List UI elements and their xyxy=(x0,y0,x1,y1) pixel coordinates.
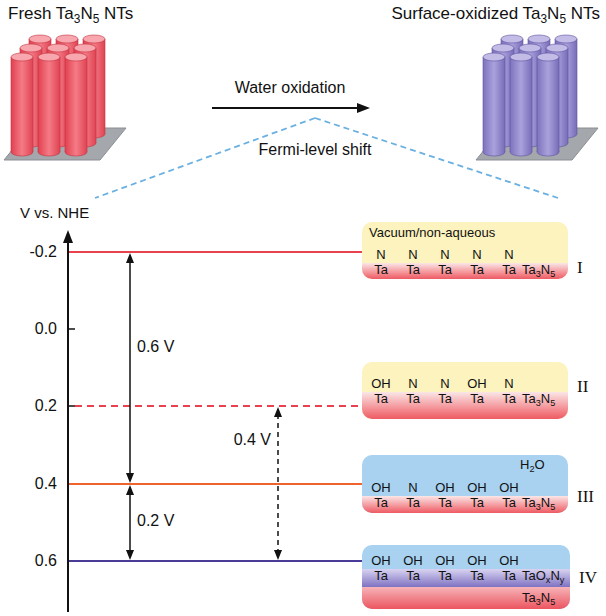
fermi-level xyxy=(75,405,366,407)
surface-label: Ta xyxy=(502,263,516,277)
axis-tick: 0.2 xyxy=(35,397,57,415)
surface-label: N xyxy=(408,377,417,391)
reaction-arrow xyxy=(212,107,360,109)
surface-label: OH xyxy=(371,554,391,568)
nanotube-array xyxy=(4,35,126,160)
surface-label: OH xyxy=(467,554,487,568)
surface-label: OH xyxy=(371,481,391,495)
surface-label: N xyxy=(472,248,481,262)
axis-tick: 0.4 xyxy=(35,475,57,493)
axis-tick: 0.0 xyxy=(35,320,57,338)
fermi-level xyxy=(69,560,366,562)
arrow-label: Water oxidation xyxy=(235,79,346,97)
surface-label: OH xyxy=(371,377,391,391)
surface-label: N xyxy=(440,377,449,391)
surface-label: Ta xyxy=(374,392,388,406)
surface-layer xyxy=(362,362,568,419)
fermi-level xyxy=(69,483,366,485)
surface-label: N xyxy=(504,377,513,391)
surface-layer xyxy=(362,587,570,609)
shift-value: 0.4 V xyxy=(234,431,271,449)
panel-number: III xyxy=(577,488,594,507)
figure-label: Surface-oxidized Ta3N5 NTs xyxy=(391,5,600,24)
surface-label: Ta xyxy=(374,263,388,277)
surface-label: N xyxy=(376,248,385,262)
surface-label: OH xyxy=(467,377,487,391)
surface-label: Ta xyxy=(406,569,420,583)
fermi-level xyxy=(69,251,366,253)
surface-label: H2O xyxy=(520,458,545,472)
surface-label: Ta xyxy=(438,569,452,583)
surface-label: Ta xyxy=(406,263,420,277)
surface-label: Ta xyxy=(470,392,484,406)
panel-number: I xyxy=(577,259,583,278)
axis-tick: -0.2 xyxy=(29,243,57,261)
surface-label: Ta xyxy=(438,392,452,406)
surface-label: Ta xyxy=(438,263,452,277)
shift-value: 0.2 V xyxy=(137,512,174,530)
surface-label: Ta xyxy=(502,496,516,510)
surface-label: OH xyxy=(499,481,519,495)
axis-tick: 0.6 xyxy=(35,552,57,570)
axis-title: V vs. NHE xyxy=(20,205,89,222)
surface-panel: OHNNOHNTaTaTaTaTaTa3N5II xyxy=(362,362,568,419)
nanotube xyxy=(65,53,87,156)
arrow-head xyxy=(357,103,370,113)
arrow-label: Fermi-level shift xyxy=(256,141,375,159)
surface-label: Ta xyxy=(470,263,484,277)
surface-label: N xyxy=(504,248,513,262)
surface-panel: H2OOHNOHOHOHTaTaTaTaTaTa3N5III xyxy=(362,455,568,513)
surface-label: OH xyxy=(435,481,455,495)
arrow-head xyxy=(63,230,73,243)
surface-label: Ta3N5 xyxy=(522,496,555,510)
nanotube xyxy=(537,53,559,156)
surface-label: Ta xyxy=(470,569,484,583)
shift-arrow xyxy=(126,253,134,483)
surface-layer xyxy=(362,263,568,279)
surface-layer xyxy=(362,569,570,587)
surface-label: Ta xyxy=(374,569,388,583)
shift-arrow xyxy=(274,407,282,560)
surface-label: Ta3N5 xyxy=(522,392,555,406)
shift-value: 0.6 V xyxy=(137,338,174,356)
panel-number: II xyxy=(577,378,588,397)
potential-axis xyxy=(67,240,69,612)
surface-label: OH xyxy=(403,554,423,568)
surface-label: OH xyxy=(435,554,455,568)
surface-label: N xyxy=(440,248,449,262)
surface-label: Ta xyxy=(502,392,516,406)
surface-label: N xyxy=(408,481,417,495)
surface-label: N xyxy=(408,248,417,262)
surface-label: Ta xyxy=(438,496,452,510)
surface-label: Ta xyxy=(406,496,420,510)
surface-panel: OHOHOHOHOHTaTaTaTaTaTaOxNyTa3N5IV xyxy=(362,545,570,609)
panel-number: IV xyxy=(579,569,597,588)
surface-layer xyxy=(362,392,568,419)
surface-label: Ta3N5 xyxy=(522,263,555,277)
surface-label: Ta xyxy=(470,496,484,510)
nanotube xyxy=(510,53,532,156)
surface-label: Vacuum/non-aqueous xyxy=(369,226,495,240)
surface-label: Ta xyxy=(374,496,388,510)
surface-label: TaOxNy xyxy=(522,569,564,583)
surface-label: Ta xyxy=(406,392,420,406)
surface-label: Ta3N5 xyxy=(522,591,555,605)
nanotube xyxy=(11,53,33,156)
nanotube xyxy=(38,53,60,156)
surface-panel: Vacuum/non-aqueousNNNNNTaTaTaTaTaTa3N5I xyxy=(362,222,568,279)
surface-label: OH xyxy=(499,554,519,568)
shift-arrow xyxy=(126,485,134,560)
axis-ticks xyxy=(68,252,75,561)
figure-label: Fresh Ta3N5 NTs xyxy=(8,5,133,24)
surface-label: Ta xyxy=(502,569,516,583)
nanotube-array xyxy=(476,35,598,160)
surface-label: OH xyxy=(467,481,487,495)
surface-layer xyxy=(362,496,568,513)
nanotube xyxy=(483,53,505,156)
